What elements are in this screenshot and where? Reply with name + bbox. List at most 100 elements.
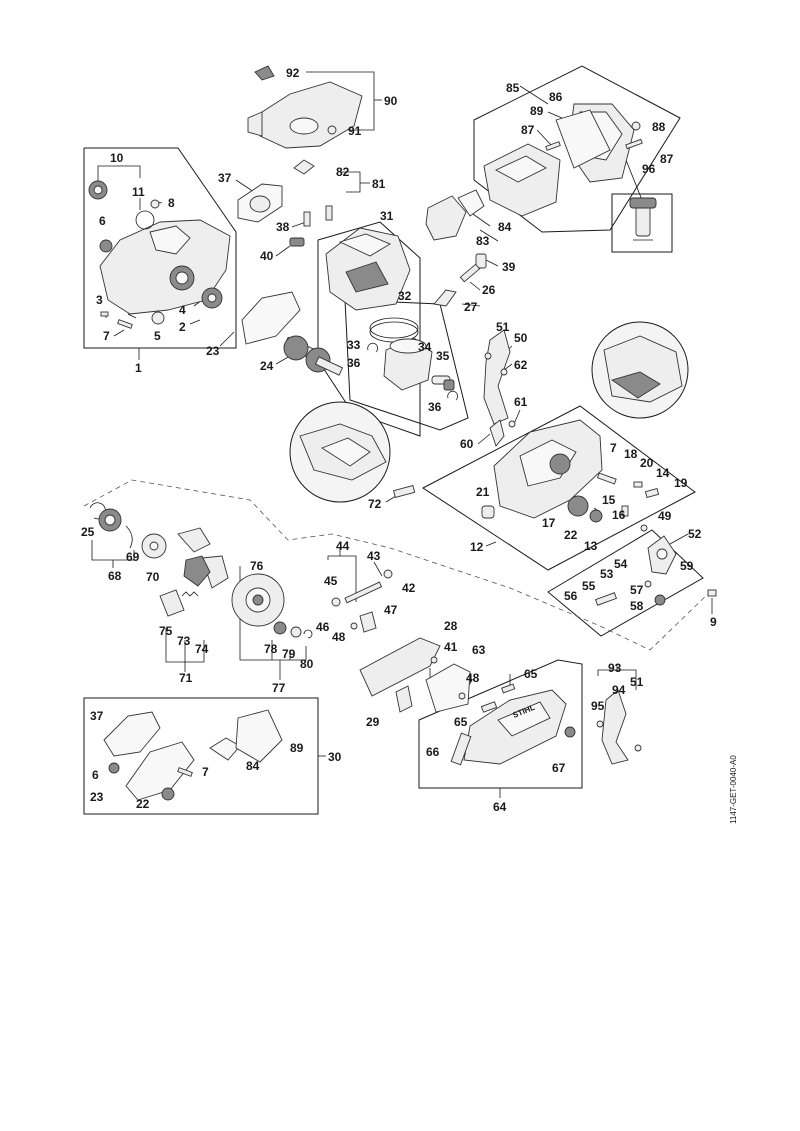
e-clip-80-part: [303, 629, 313, 639]
label-15: 15: [602, 493, 616, 507]
decompression-valve-part: [289, 237, 305, 247]
label-48b: 48: [466, 671, 480, 685]
label-65b: 65: [454, 715, 468, 729]
leader-lines: [91, 71, 713, 798]
insert-65b-part: [480, 701, 498, 713]
label-20: 20: [640, 456, 654, 470]
screw-part-61: [508, 420, 516, 428]
grommet-part: [293, 159, 315, 175]
ball-bearing-inner-part: [207, 293, 217, 303]
label-65: 65: [524, 667, 538, 681]
needle-cage-78-part: [273, 621, 287, 635]
group-box-gasket-set: [83, 697, 319, 815]
dowel-part-16: [621, 505, 629, 517]
clutch-shoe-c-part: [159, 589, 185, 617]
tensioner-slide-part: [359, 611, 377, 633]
label-4: 4: [179, 303, 186, 317]
label-83: 83: [476, 234, 490, 248]
label-70: 70: [146, 570, 160, 584]
label-43: 43: [367, 549, 381, 563]
label-36: 36: [347, 356, 361, 370]
group-box-muffler: [473, 65, 681, 233]
label-64: 64: [493, 800, 507, 814]
label-74: 74: [195, 642, 209, 656]
tensioner-nut-part: [331, 597, 341, 607]
label-7c: 7: [202, 765, 209, 779]
heat-shield-part: [425, 195, 467, 241]
label-18: 18: [624, 447, 638, 461]
tensioner-washer-part: [383, 569, 393, 579]
shroud-part: [247, 65, 363, 149]
screw-part-38: [303, 211, 311, 227]
label-31: 31: [380, 209, 394, 223]
guard-66-part: [450, 732, 472, 766]
label-87: 87: [521, 123, 535, 137]
label-80: 80: [300, 657, 314, 671]
label-27: 27: [464, 300, 478, 314]
plate-63-part: [425, 663, 471, 713]
label-86: 86: [549, 90, 563, 104]
label-71: 71: [179, 671, 193, 685]
stud-part-19: [644, 487, 660, 499]
screw-part-48b: [458, 692, 466, 700]
label-49: 49: [658, 509, 672, 523]
screw-part-48: [350, 622, 358, 630]
label-36b: 36: [428, 400, 442, 414]
screw-part-88: [631, 121, 641, 131]
dowel-part-14: [633, 481, 643, 488]
gasket-set-23-part: [125, 741, 195, 801]
chain-catcher-29-part: [395, 685, 413, 713]
intake-gasket-part: [237, 183, 283, 223]
label-62: 62: [514, 358, 528, 372]
label-68: 68: [108, 569, 122, 583]
crankcase-right-part: [493, 419, 603, 519]
label-7: 7: [103, 329, 110, 343]
label-61: 61: [514, 395, 528, 409]
tensioner-screw-part: [344, 581, 383, 604]
label-78: 78: [264, 642, 278, 656]
label-85: 85: [506, 81, 520, 95]
label-56: 56: [564, 589, 578, 603]
label-67: 67: [552, 761, 566, 775]
label-53: 53: [600, 567, 614, 581]
label-59: 59: [680, 559, 694, 573]
spring-part-57: [644, 580, 652, 588]
screw-part-9: [707, 589, 717, 597]
clutch-drum-part: [231, 573, 285, 627]
label-63: 63: [472, 643, 486, 657]
stud-part-72: [393, 484, 416, 499]
label-95: 95: [591, 699, 605, 713]
label-35: 35: [436, 349, 450, 363]
screw-part-87: [625, 138, 643, 150]
muffler-part: [483, 103, 635, 217]
washer-part-49: [640, 524, 648, 532]
elbow-connector-part: [459, 263, 481, 283]
label-72: 72: [368, 497, 382, 511]
oil-seal-part: [99, 239, 113, 253]
label-84b: 84: [246, 759, 260, 773]
label-87b: 87: [660, 152, 674, 166]
gasket-set-6-part: [108, 762, 120, 774]
bracket-94-part: [601, 689, 629, 765]
nut-67-part: [564, 726, 576, 738]
label-54: 54: [614, 557, 628, 571]
detail-inset-circle-right: [591, 321, 689, 419]
group-box-oil-pump: [547, 529, 704, 637]
label-60: 60: [460, 437, 474, 451]
label-51: 51: [496, 320, 510, 334]
label-16: 16: [612, 508, 626, 522]
label-44: 44: [336, 539, 350, 553]
spacer-part: [481, 505, 495, 519]
screw-part-51: [484, 352, 492, 360]
label-25: 25: [81, 525, 95, 539]
label-11: 11: [132, 185, 145, 199]
screw-part-38b: [325, 205, 333, 221]
o-ring-part: [135, 210, 155, 230]
tube-part: [433, 289, 457, 307]
label-6: 6: [99, 214, 106, 228]
needle-cage-part: [443, 379, 455, 391]
label-14: 14: [656, 466, 670, 480]
washer-disc-part: [141, 533, 167, 559]
gasket-set-37-part: [103, 711, 161, 757]
